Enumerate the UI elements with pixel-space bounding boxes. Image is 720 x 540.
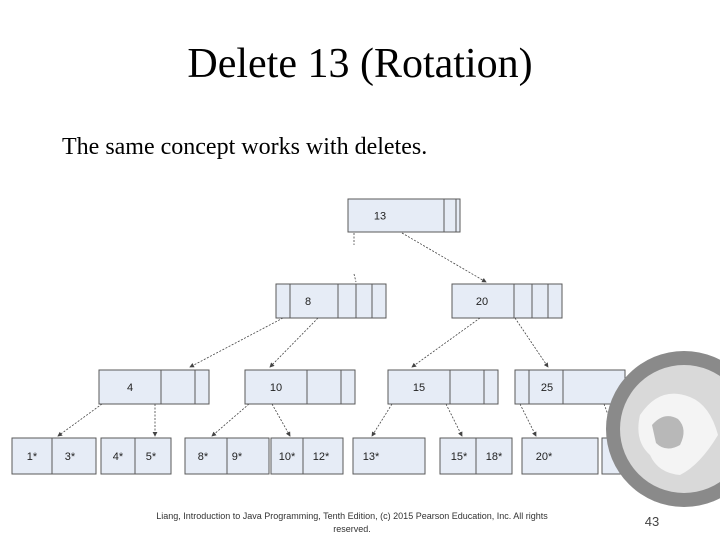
node-box <box>347 198 461 233</box>
node-box <box>275 283 387 319</box>
node-key: 20 <box>476 296 488 308</box>
level2-node: 4 <box>98 369 210 405</box>
tree-edge <box>401 232 487 283</box>
slide-subtitle: The same concept works with deletes. <box>62 134 428 160</box>
tree-edge <box>445 403 463 437</box>
node-key: 18* <box>486 451 503 463</box>
tree-edge <box>211 403 250 437</box>
leaf-node: 13* <box>352 437 426 475</box>
level2-node: 15 <box>387 369 499 405</box>
node-key: 25 <box>541 382 553 394</box>
leaf-node: 1* 3* <box>11 437 97 475</box>
node-key: 20* <box>536 451 553 463</box>
level1-node: 8 <box>275 283 387 319</box>
node-key: 13* <box>363 451 380 463</box>
node-key: 8 <box>305 296 311 308</box>
tree-edge <box>353 273 357 283</box>
leaf-node: 4* 5* <box>100 437 172 475</box>
node-box <box>100 437 172 475</box>
globe-decoration-icon <box>606 351 720 507</box>
node-box <box>451 283 563 319</box>
node-box <box>387 369 499 405</box>
tree-edge <box>271 403 291 437</box>
node-key: 5* <box>146 451 157 463</box>
tree-nodes: 13 8 20 4 10 15 25 1* 3* 4* 5* 8* 9* 10* 12* 13* 15* 18* 2… <box>11 198 685 475</box>
node-box <box>11 437 97 475</box>
tree-edge <box>371 403 393 437</box>
tree-edge <box>189 317 284 368</box>
node-key: 15 <box>413 382 425 394</box>
footer-copyright: Liang, Introduction to Java Programming,… <box>156 511 548 534</box>
tree-edge <box>57 403 103 437</box>
slide-title: Delete 13 (Rotation) <box>187 41 533 87</box>
node-key: 4 <box>127 382 133 394</box>
root-node: 13 <box>347 198 461 233</box>
node-box <box>244 369 356 405</box>
tree-edge <box>269 317 319 368</box>
level2-node: 10 <box>244 369 356 405</box>
node-key: 4* <box>113 451 124 463</box>
node-key: 10 <box>270 382 282 394</box>
level1-node: 20 <box>451 283 563 319</box>
node-box <box>98 369 210 405</box>
leaf-node: 20* <box>521 437 599 475</box>
node-box <box>352 437 426 475</box>
tree-edge <box>514 317 549 368</box>
node-key: 9* <box>232 451 243 463</box>
node-key: 12* <box>313 451 330 463</box>
leaf-node: 8* 9* <box>184 437 270 475</box>
node-key: 13 <box>374 211 386 223</box>
node-key: 15* <box>451 451 468 463</box>
tree-edge <box>411 317 481 368</box>
node-key: 10* <box>279 451 296 463</box>
page-number: 43 <box>644 514 660 529</box>
node-box <box>521 437 599 475</box>
tree-edge <box>519 403 537 437</box>
node-key: 8* <box>198 451 209 463</box>
tree-edges <box>57 232 617 437</box>
leaf-node: 15* 18* <box>439 437 513 475</box>
leaf-node: 10* 12* <box>270 437 344 475</box>
node-key: 3* <box>65 451 76 463</box>
node-box <box>270 437 344 475</box>
node-key: 1* <box>27 451 38 463</box>
